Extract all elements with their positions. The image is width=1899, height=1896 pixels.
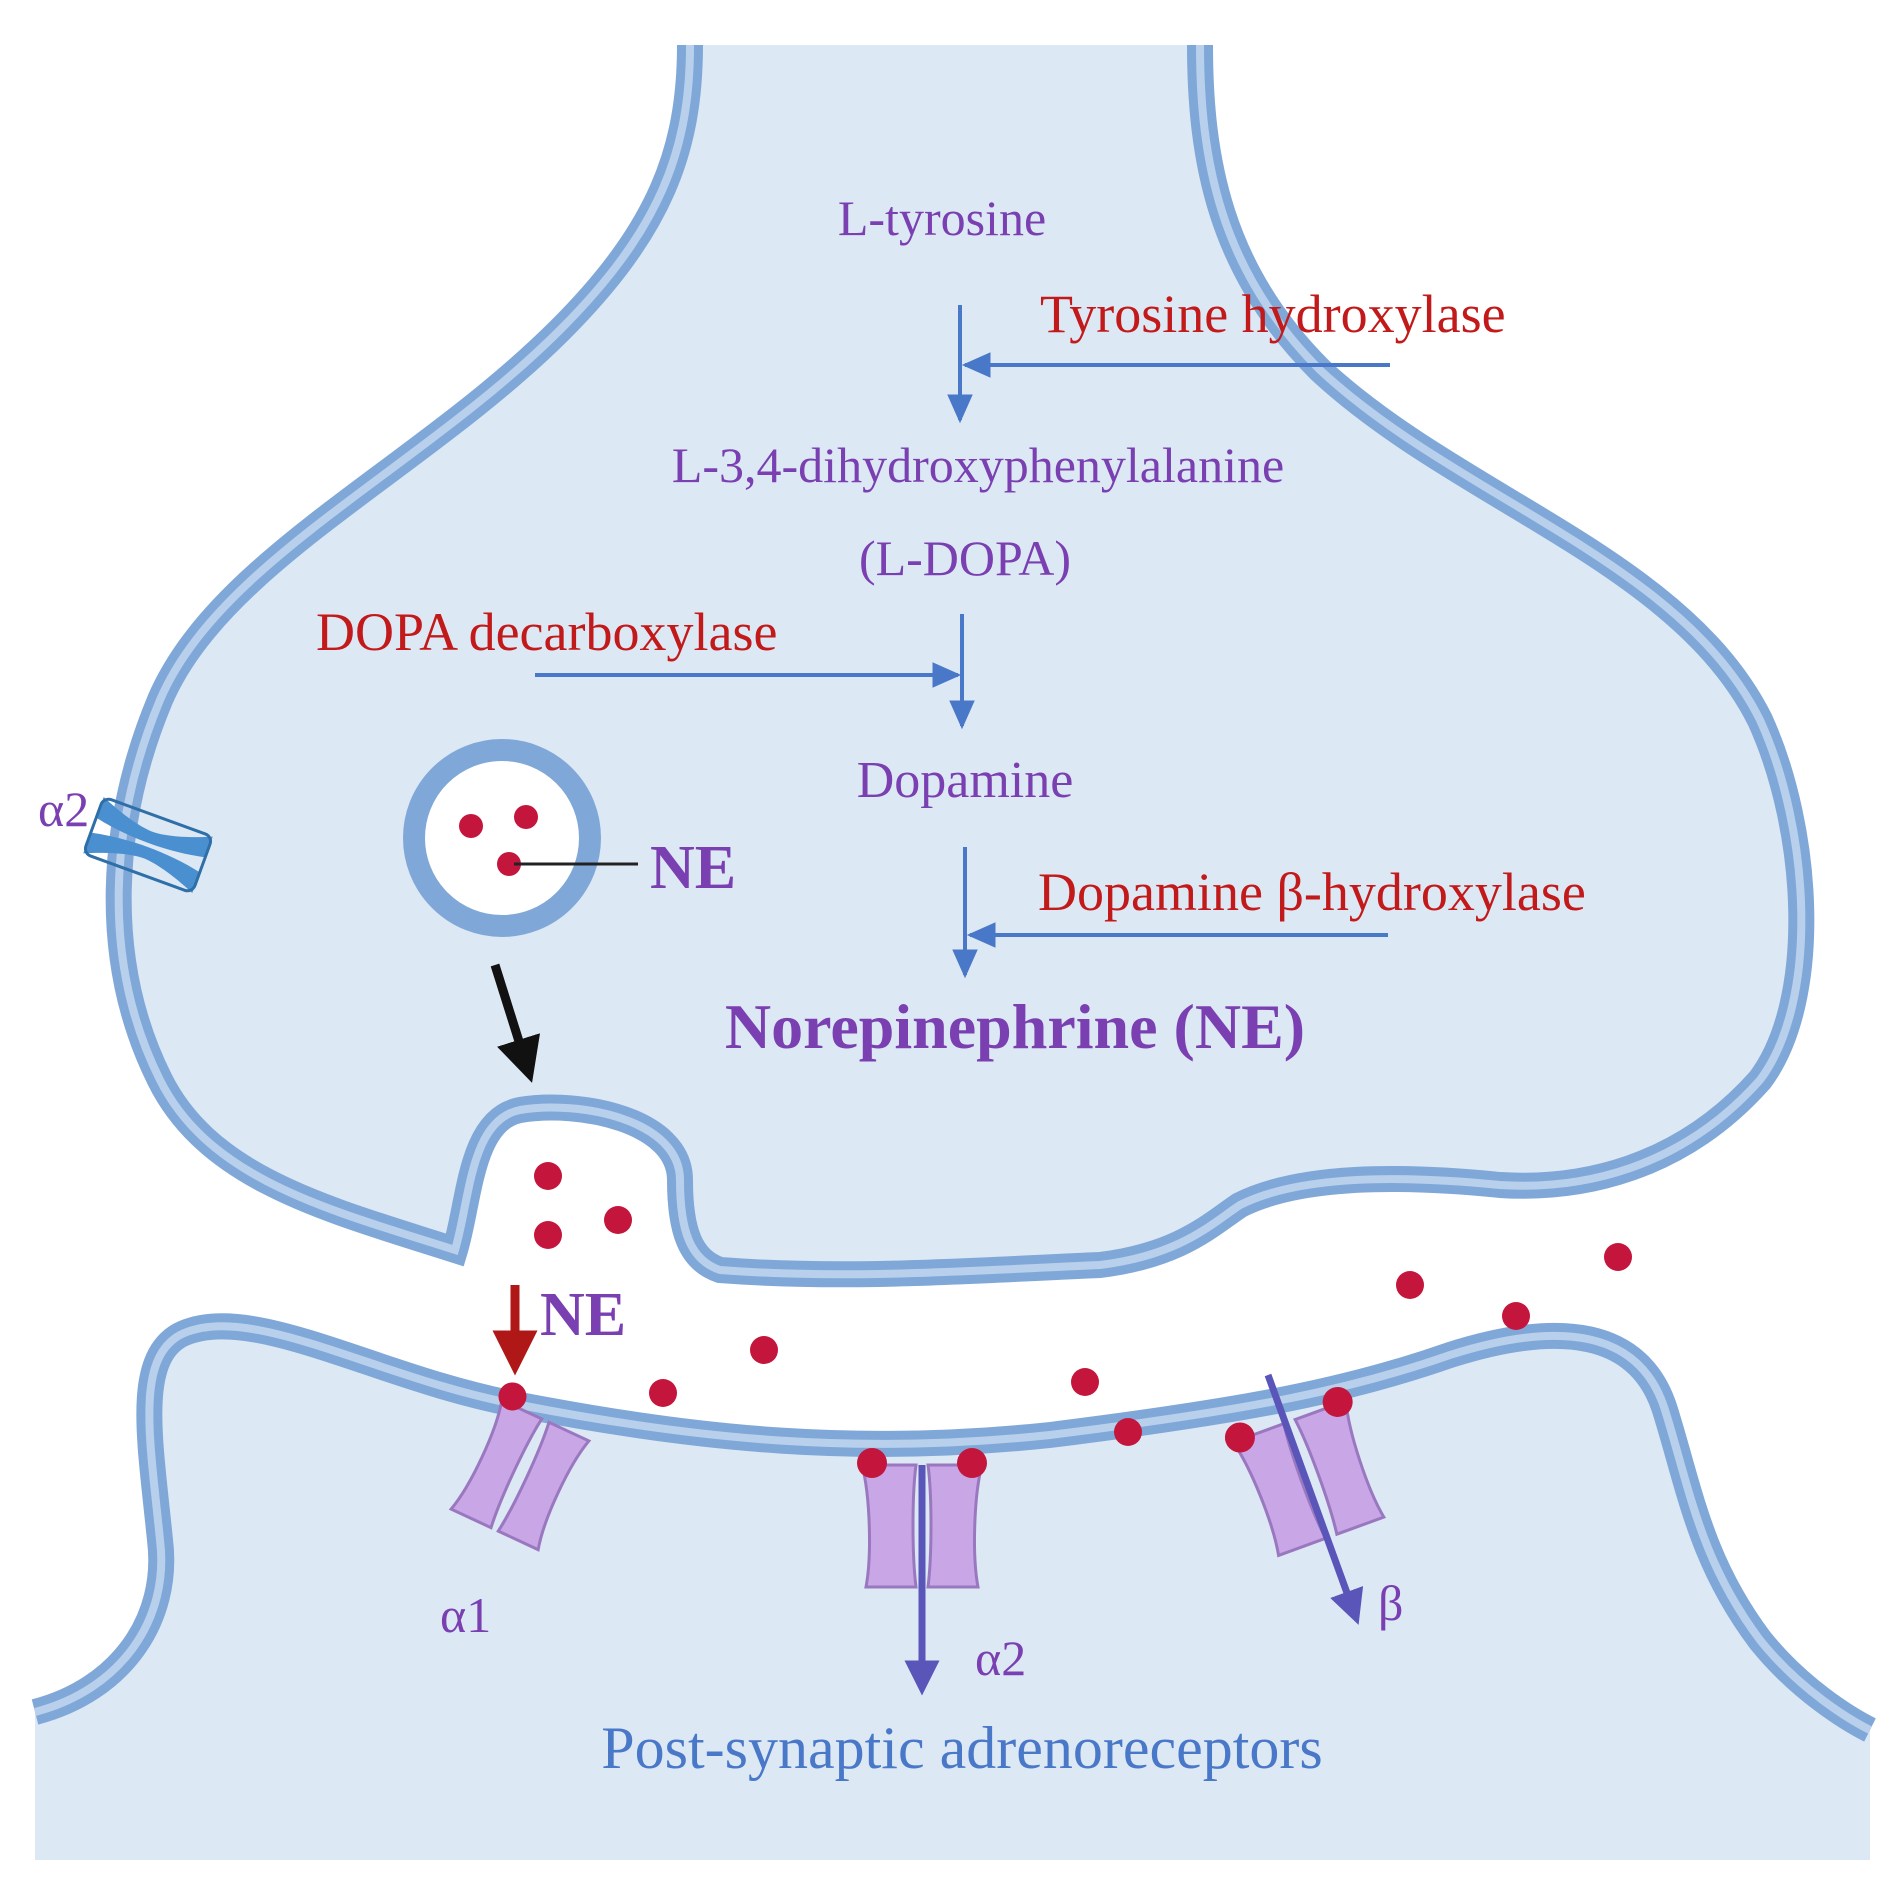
ne-molecule [649,1379,677,1407]
ne-molecule [857,1448,887,1478]
presynaptic-alpha2-receptor-icon [83,796,213,894]
ne-molecule [1114,1418,1142,1446]
ne-molecule [534,1221,562,1249]
vesicle-ne-label: NE [650,834,736,902]
pathway-arrows [535,305,1390,979]
ne-molecule [459,814,483,838]
synaptic-vesicle [403,739,638,937]
presynaptic-alpha2-label: α2 [38,781,89,837]
postsynaptic-alpha2-label: α2 [975,1630,1026,1686]
beta-signal-arrow [1264,1373,1364,1625]
postsynaptic-alpha2-receptor-icon [857,1448,987,1696]
alpha1-label: α1 [440,1587,491,1643]
norepinephrine-label: Norepinephrine (NE) [725,991,1305,1062]
l-dopa-abbr-label: (L-DOPA) [859,530,1071,586]
alpha1-receptor-icon [448,1382,592,1552]
ne-molecule [1071,1368,1099,1396]
ne-molecule [514,805,538,829]
ne-molecule [1604,1243,1632,1271]
ne-molecule [1396,1271,1424,1299]
postsynaptic-title: Post-synaptic adrenoreceptors [601,1715,1322,1781]
ne-molecule [497,852,521,876]
beta-label: β [1378,1575,1403,1631]
tyrosine-hydroxylase-label: Tyrosine hydroxylase [1040,284,1506,344]
ne-molecule [1224,1422,1255,1453]
ne-molecule [534,1162,562,1190]
ne-molecule [957,1448,987,1478]
ne-molecule [498,1382,527,1411]
ne-molecule [604,1206,632,1234]
presynaptic-terminal [105,44,1815,1288]
ne-molecule [1502,1302,1530,1330]
dopamine-beta-hydroxylase-label: Dopamine β-hydroxylase [1038,862,1586,922]
dopa-decarboxylase-label: DOPA decarboxylase [316,602,777,662]
vesicle-release-arrow [490,963,541,1083]
l-tyrosine-label: L-tyrosine [838,190,1046,246]
dopamine-label: Dopamine [857,752,1074,809]
ne-molecule [1322,1386,1353,1417]
released-ne-molecules [534,1162,1632,1446]
released-ne-label: NE [540,1281,626,1349]
ne-molecule [750,1336,778,1364]
l-dopa-full-label: L-3,4-dihydroxyphenylalanine [672,437,1284,493]
